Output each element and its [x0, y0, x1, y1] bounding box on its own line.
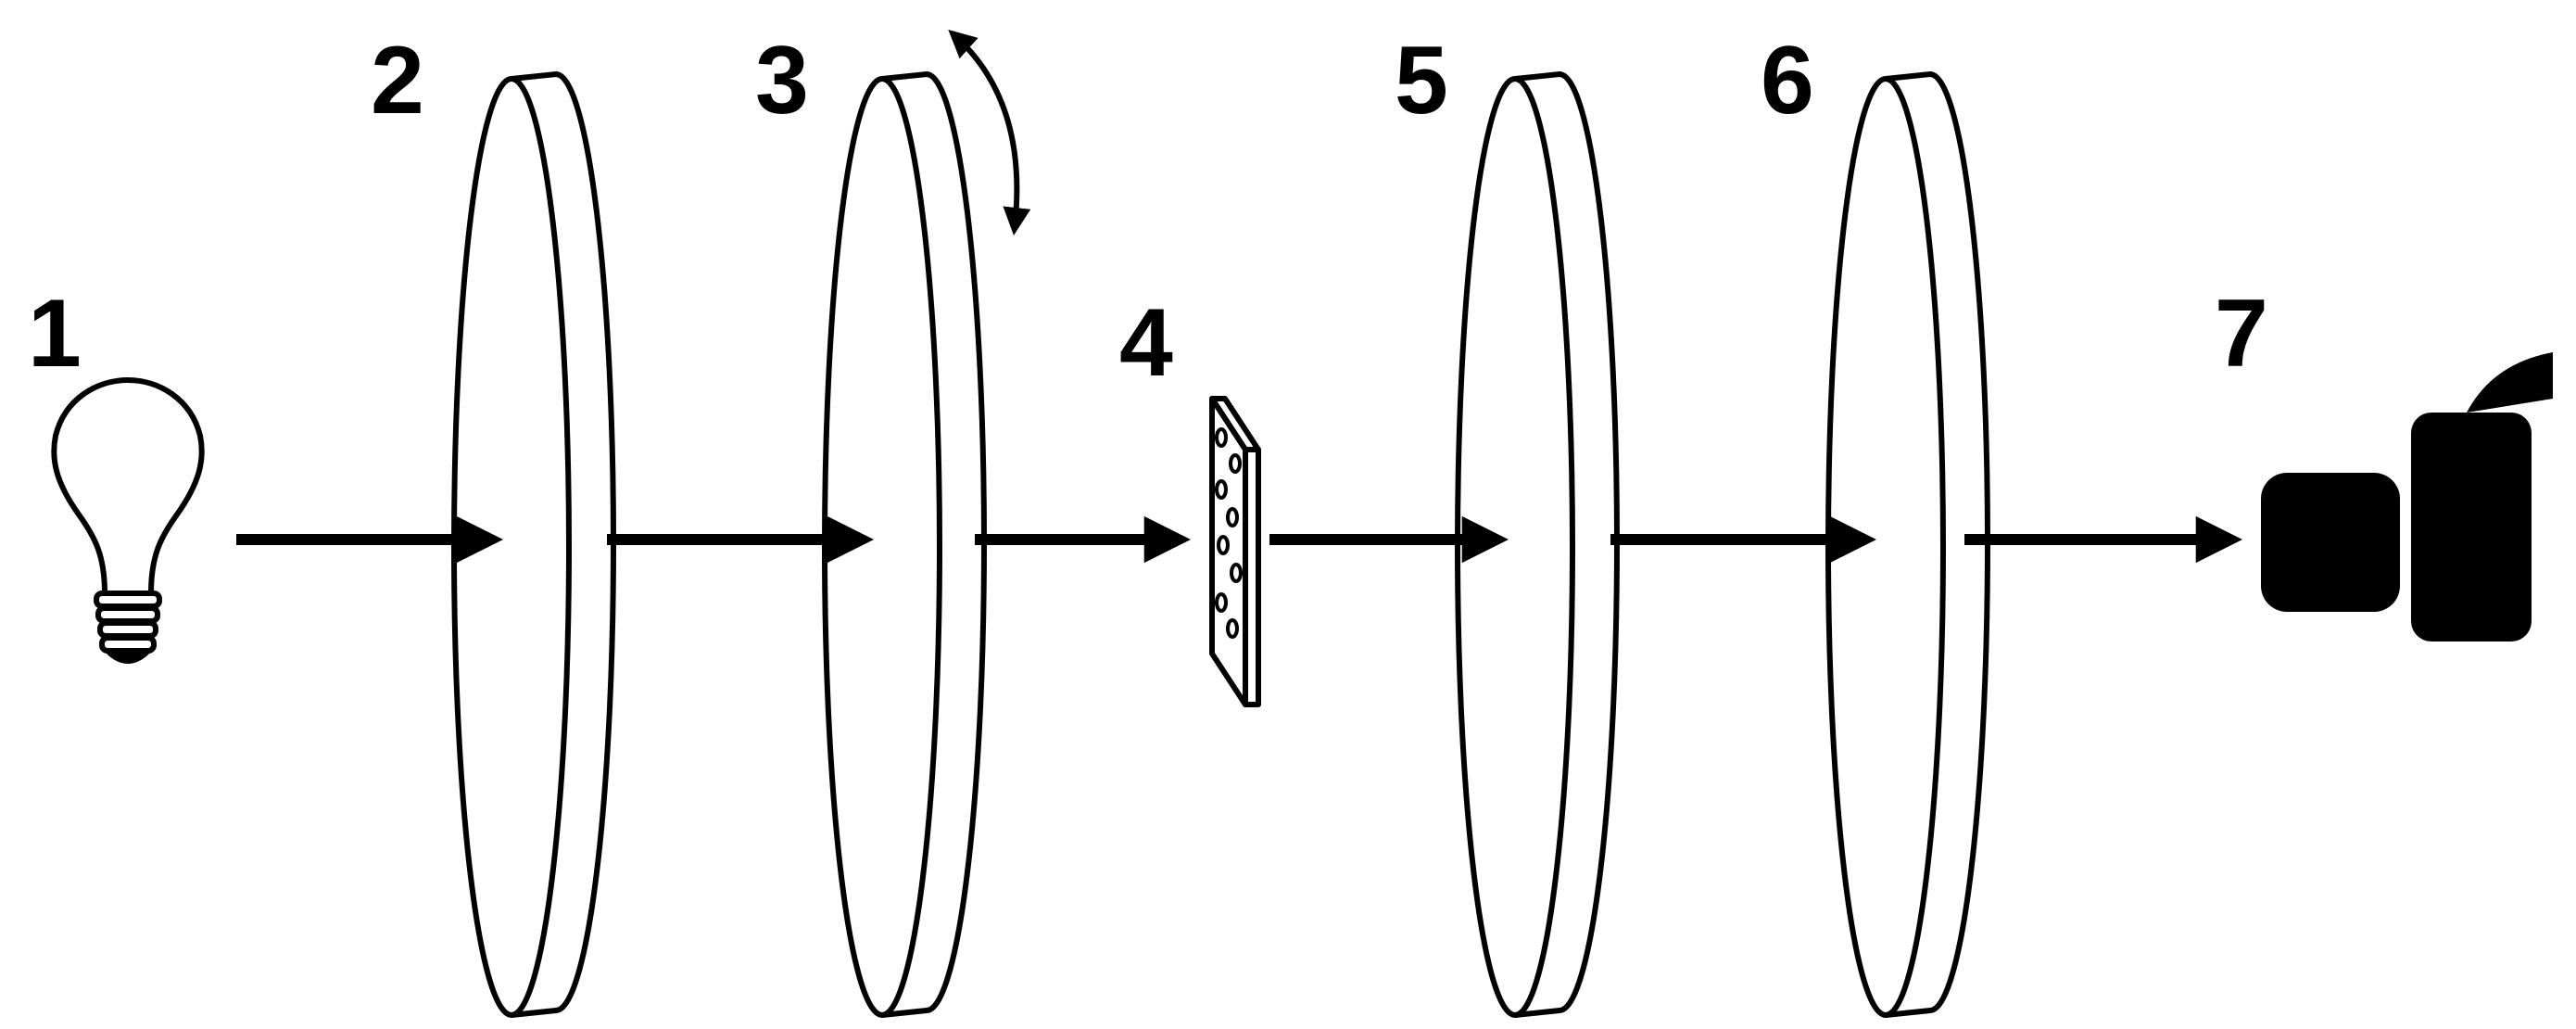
label-1: 1	[28, 280, 82, 387]
label-3: 3	[755, 27, 809, 134]
label-7: 7	[2215, 280, 2268, 387]
label-5: 5	[1395, 27, 1448, 134]
sample-slide	[1209, 396, 1261, 707]
label-4: 4	[1119, 289, 1173, 397]
light-bulb-icon	[51, 377, 205, 664]
label-2: 2	[371, 27, 424, 134]
polarizer-2	[451, 70, 616, 1018]
label-6: 6	[1761, 27, 1814, 134]
curved-double-arrow-icon	[948, 29, 1031, 235]
polarizer-3	[822, 70, 987, 1018]
camera-icon	[2261, 352, 2553, 642]
polarizer-5	[1455, 70, 1620, 1018]
